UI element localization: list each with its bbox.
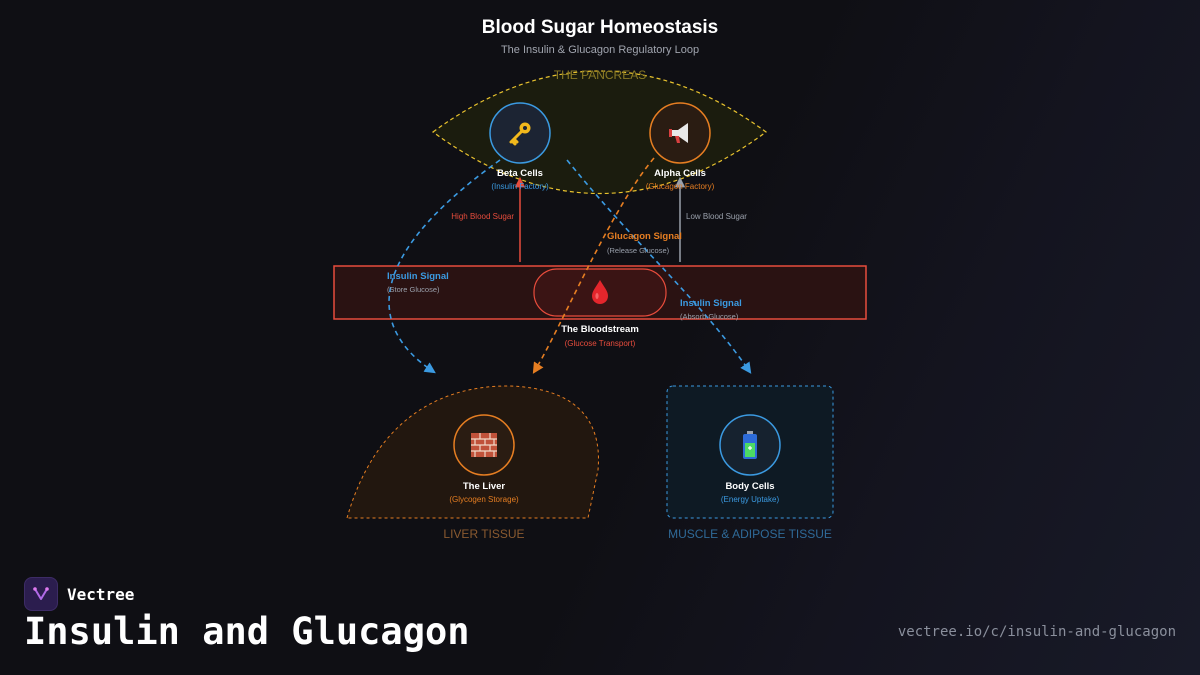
- battery-icon: [743, 431, 757, 459]
- high-sugar-label: High Blood Sugar: [451, 212, 514, 221]
- footer-url[interactable]: vectree.io/c/insulin-and-glucagon: [897, 624, 1176, 640]
- pancreas-label: THE PANCREAS: [554, 68, 646, 82]
- vectree-logo-icon: [24, 577, 58, 611]
- pancreas-region: [431, 70, 768, 195]
- brand-name: Vectree: [67, 584, 135, 604]
- insulin-store-label: Insulin Signal: [387, 271, 449, 282]
- liver-name: The Liver: [463, 481, 506, 492]
- liver-tissue-label: LIVER TISSUE: [443, 527, 524, 541]
- glucagon-sub: (Release Glucose): [607, 246, 670, 255]
- liver-role: (Glycogen Storage): [449, 495, 519, 504]
- insulin-absorb-label: Insulin Signal: [680, 298, 742, 309]
- blood-drop-icon: [592, 280, 608, 304]
- body-tissue-label: MUSCLE & ADIPOSE TISSUE: [668, 527, 832, 541]
- glucagon-to-liver-arrow: [532, 157, 655, 374]
- alpha-cells-name: Alpha Cells: [654, 168, 706, 179]
- insulin-to-body-arrow: [566, 159, 752, 374]
- body-cells-role: (Energy Uptake): [721, 495, 780, 504]
- bricks-icon: [471, 433, 497, 457]
- insulin-absorb-sub: (Absorb Glucose): [680, 312, 739, 321]
- beta-cells-name: Beta Cells: [497, 168, 543, 179]
- page-title: Blood Sugar Homeostasis: [482, 17, 719, 38]
- megaphone-icon: [669, 123, 688, 143]
- brand: Vectree: [24, 577, 134, 611]
- insulin-to-liver-arrow: [388, 159, 501, 374]
- footer-title: Insulin and Glucagon: [24, 610, 470, 653]
- glucagon-label: Glucagon Signal: [607, 231, 682, 242]
- body-cells-name: Body Cells: [725, 481, 774, 492]
- page-subtitle: The Insulin & Glucagon Regulatory Loop: [501, 44, 699, 56]
- bloodstream-role: (Glucose Transport): [565, 339, 636, 348]
- key-icon: [509, 122, 531, 146]
- alpha-cells-role: (Glucagon Factory): [646, 182, 715, 191]
- beta-cells-role: (Insulin Factory): [491, 182, 549, 191]
- bloodstream-name: The Bloodstream: [561, 324, 639, 335]
- low-sugar-label: Low Blood Sugar: [686, 212, 747, 221]
- insulin-store-sub: (Store Glucose): [387, 285, 440, 294]
